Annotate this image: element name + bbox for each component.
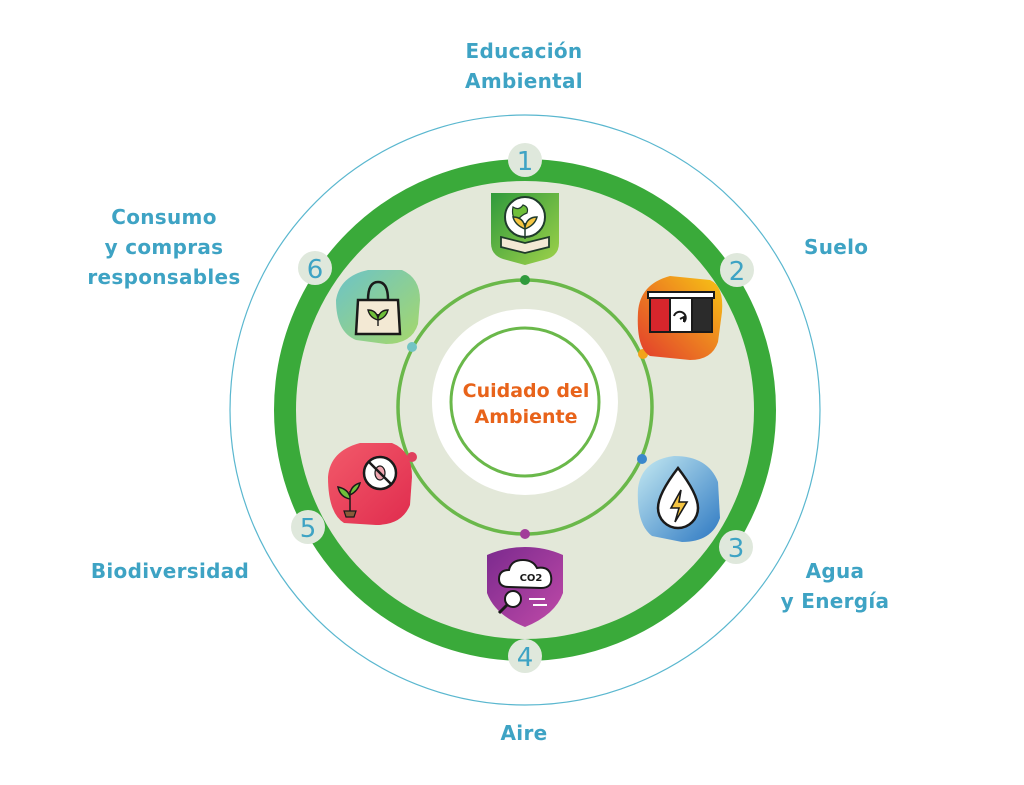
orbit-dot-4 (520, 529, 530, 539)
co2-cloud-magnifier-icon: CO2 (487, 547, 563, 627)
label-educacion-ambiental: Educación Ambiental (424, 36, 624, 96)
badge-2: 2 (720, 253, 754, 287)
no-bug-plant-icon (328, 443, 412, 525)
badge-6: 6 (298, 251, 332, 285)
label-1-line-1: Educación (465, 39, 583, 63)
center-circle-ring (449, 326, 601, 478)
label-6-line-2: y compras (104, 235, 224, 259)
badge-4: 4 (508, 639, 542, 673)
orbit-dot-3 (637, 454, 647, 464)
svg-text:CO2: CO2 (520, 573, 543, 584)
label-biodiversidad: Biodiversidad (80, 556, 260, 586)
center-title-line-1: Cuidado del (462, 380, 590, 402)
orbit-dot-6 (407, 342, 417, 352)
label-consumo-compras: Consumo y compras responsables (74, 202, 254, 292)
badge-5: 5 (291, 510, 325, 544)
badge-number-6: 6 (307, 255, 324, 285)
badge-number-3: 3 (728, 534, 745, 564)
label-agua-energia: Agua y Energía (760, 556, 910, 616)
center-title-line-2: Ambiente (474, 406, 578, 428)
eco-bag-icon (336, 270, 420, 344)
label-2-line-1: Suelo (804, 235, 869, 259)
orbit-dot-1 (520, 275, 530, 285)
label-3-line-1: Agua (805, 559, 865, 583)
label-3-line-2: y Energía (780, 589, 890, 613)
badge-1: 1 (508, 143, 542, 177)
outer-thin-ring (229, 114, 821, 706)
earth-plant-book-icon (491, 193, 559, 265)
label-6-line-1: Consumo (111, 205, 217, 229)
badge-number-1: 1 (517, 147, 534, 177)
recycling-bins-icon (637, 276, 723, 360)
label-4-line-1: Aire (500, 721, 548, 745)
badge-3: 3 (719, 530, 753, 564)
label-aire: Aire (474, 718, 574, 748)
label-6-line-3: responsables (87, 265, 241, 289)
label-suelo: Suelo (804, 232, 924, 262)
center-title: Cuidado del Ambiente (436, 378, 616, 430)
label-5-line-1: Biodiversidad (90, 559, 250, 583)
badge-number-2: 2 (729, 257, 746, 287)
label-1-line-2: Ambiental (465, 69, 583, 93)
badge-number-5: 5 (300, 514, 317, 544)
water-drop-energy-icon (637, 456, 720, 542)
badge-number-4: 4 (517, 643, 534, 673)
orbit-dot-5 (407, 452, 417, 462)
